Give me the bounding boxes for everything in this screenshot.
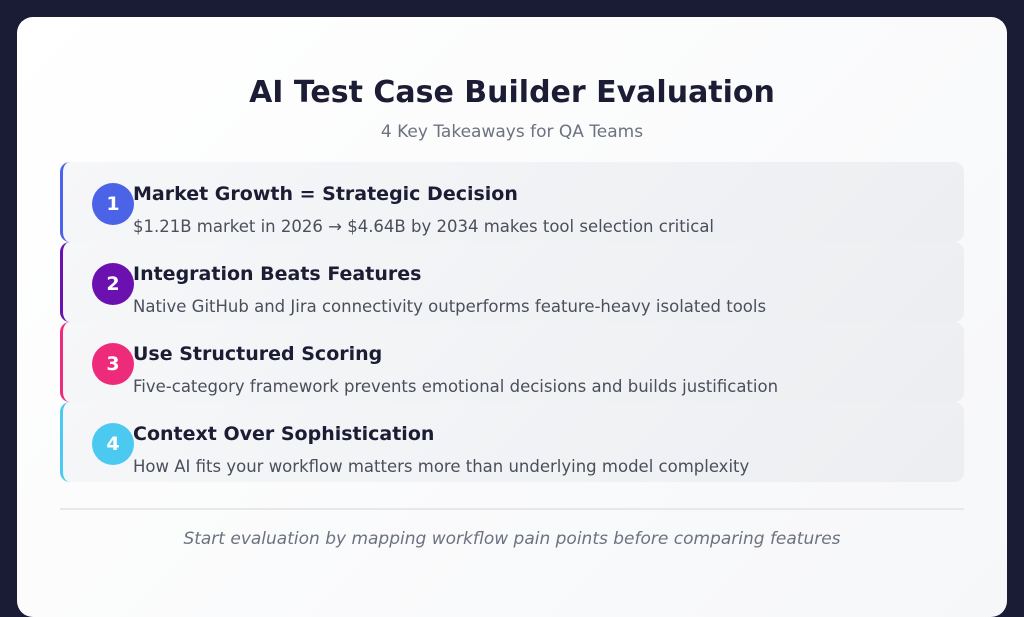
takeaway-description: $1.21B market in 2026 → $4.64B by 2034 m… [133,217,715,236]
page-subtitle: 4 Key Takeaways for QA Teams [380,122,644,142]
number-badge-3: 3 [92,343,134,385]
takeaway-description: Native GitHub and Jira connectivity outp… [133,297,767,316]
takeaway-item-1: 1 Market Growth = Strategic Decision $1.… [60,162,964,242]
takeaway-item-3: 3 Use Structured Scoring Five-category f… [60,322,964,402]
takeaway-title: Market Growth = Strategic Decision [133,183,518,205]
takeaways-list: 1 Market Growth = Strategic Decision $1.… [60,162,964,482]
number-badge-1: 1 [92,183,134,225]
takeaway-title: Context Over Sophistication [133,423,435,445]
takeaway-description: How AI fits your workflow matters more t… [133,457,750,476]
takeaway-title: Integration Beats Features [133,263,422,285]
footer-divider [60,508,964,510]
number-badge-2: 2 [92,263,134,305]
number-badge-4: 4 [92,423,134,465]
takeaway-title: Use Structured Scoring [133,343,383,365]
takeaway-item-2: 2 Integration Beats Features Native GitH… [60,242,964,322]
footer-note: Start evaluation by mapping workflow pai… [183,529,841,549]
page-title: AI Test Case Builder Evaluation [249,75,775,110]
takeaway-item-4: 4 Context Over Sophistication How AI fit… [60,402,964,482]
takeaway-description: Five-category framework prevents emotion… [133,377,779,396]
